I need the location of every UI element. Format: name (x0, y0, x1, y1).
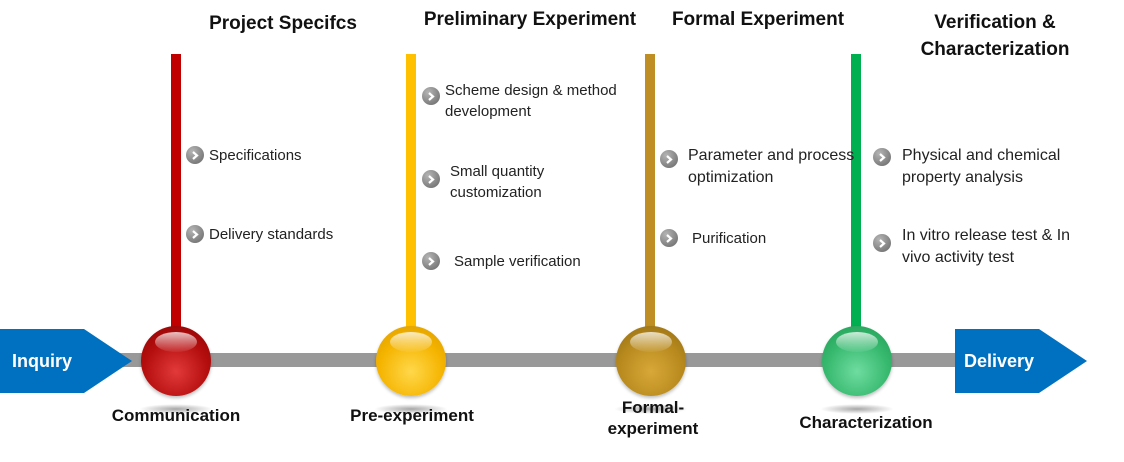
item-label: Scheme design & method development (445, 82, 617, 120)
stage-title-verification-characterization: Verification & Characterization (920, 12, 1070, 60)
chevron-right-icon (186, 225, 204, 243)
stage-title-project-specifics: Project Specifcs (209, 13, 357, 34)
chevron-right-icon (422, 87, 440, 105)
node-pre-experiment (376, 326, 446, 396)
stem-verification-characterization (851, 54, 861, 336)
list-item: Parameter and process optimization (660, 145, 855, 189)
start-label: Inquiry (12, 351, 73, 371)
list-item: Purification (660, 228, 810, 249)
end-label: Delivery (964, 351, 1035, 371)
timeline-track (120, 353, 990, 367)
item-label: Delivery standards (209, 226, 334, 243)
list-item: Physical and chemical property analysis (873, 145, 1073, 189)
item-label: Sample verification (454, 253, 581, 270)
chevron-right-icon (186, 146, 204, 164)
node-shadow (820, 404, 894, 414)
node-label-characterization: Characterization (799, 413, 933, 432)
end-arrow-shape (955, 329, 1087, 393)
node-shadow (374, 404, 448, 414)
list-item: In vitro release test & In vivo activity… (873, 225, 1083, 269)
node-label-communication: Communication (111, 406, 241, 425)
item-label: Purification (692, 230, 767, 247)
item-label: Small quantity customization (450, 163, 545, 201)
item-label: Parameter and process optimization (688, 147, 855, 186)
stem-project-specifics (171, 54, 181, 336)
chevron-right-icon (660, 229, 678, 247)
stage-title-preliminary-experiment: Preliminary Experiment (423, 9, 637, 30)
node-shadow (139, 404, 213, 414)
start-arrow-shape (0, 329, 132, 393)
chevron-right-icon (422, 252, 440, 270)
list-item: Small quantity customization (422, 161, 572, 203)
chevron-right-icon (873, 148, 891, 166)
stem-preliminary-experiment (406, 54, 416, 336)
item-label: Physical and chemical property analysis (902, 147, 1061, 186)
chevron-right-icon (873, 234, 891, 252)
item-label: Specifications (209, 147, 302, 164)
list-item: Specifications (186, 145, 336, 166)
list-item: Scheme design & method development (422, 80, 632, 122)
stem-formal-experiment (645, 54, 655, 336)
chevron-right-icon (660, 150, 678, 168)
node-label-formal-experiment: Formal-experiment (607, 398, 699, 438)
item-label: In vitro release test & In vivo activity… (902, 227, 1071, 266)
node-characterization (822, 326, 892, 396)
stage-title-formal-experiment: Formal Experiment (671, 9, 845, 30)
chevron-right-icon (422, 170, 440, 188)
node-formal-experiment (616, 326, 686, 396)
list-item: Sample verification (422, 251, 612, 272)
list-item: Delivery standards (186, 224, 386, 245)
node-shadow (614, 404, 688, 414)
node-label-pre-experiment: Pre-experiment (350, 406, 474, 425)
node-communication (141, 326, 211, 396)
